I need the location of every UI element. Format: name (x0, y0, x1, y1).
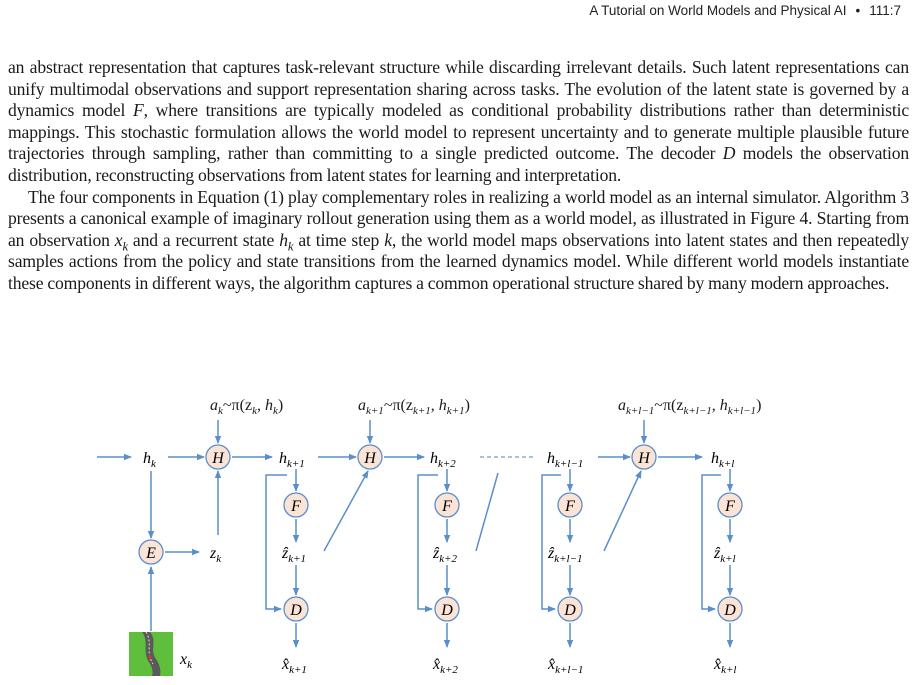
node-D-1: D (283, 596, 309, 622)
svg-text:D: D (563, 602, 576, 619)
p2-math-h-sub: k (287, 239, 294, 254)
recon-label-kl: x̂k+l (713, 656, 736, 676)
block-kl-arrows (701, 469, 734, 648)
p2-text-1: The four components in Equation (1) play… (8, 186, 909, 250)
running-title: A Tutorial on World Models and Physical … (589, 3, 847, 18)
state-label-hk: hk (143, 450, 157, 470)
paragraph-1: an abstract representation that captures… (8, 57, 909, 187)
running-header: A Tutorial on World Models and Physical … (589, 3, 901, 18)
svg-text:F: F (441, 498, 452, 515)
p2-text-3: at time step (293, 229, 385, 250)
recon-label-k2: x̂k+2 (432, 656, 458, 676)
svg-text:H: H (363, 450, 377, 467)
state-label-hkl1: hk+l−1 (547, 450, 583, 470)
svg-text:D: D (723, 602, 736, 619)
action-arrows (214, 420, 648, 444)
p2-text-2: and a recurrent state (127, 229, 280, 250)
action-label-2: ak+1~π(zk+1, hk+1) (358, 397, 470, 417)
svg-text:F: F (564, 498, 575, 515)
observation-image (129, 631, 173, 676)
p2-math-x-sub: k (122, 239, 128, 254)
page-number: 111:7 (869, 3, 901, 18)
state-label-hk1: hk+1 (279, 450, 305, 470)
svg-text:E: E (145, 545, 156, 562)
recon-label-k1: x̂k+1 (281, 656, 307, 676)
action-label-3: ak+l−1~π(zk+l−1, hk+l−1) (618, 397, 761, 417)
node-F-1: F (283, 492, 309, 518)
p2-math-x: xk (114, 229, 128, 254)
svg-text:F: F (724, 498, 735, 515)
p1-text-3: models the observation distribution, rec… (8, 143, 909, 185)
body-text: an abstract representation that captures… (8, 57, 909, 295)
latent-label-k2: ẑk+2 (432, 545, 458, 565)
rollout-diagram: ak~π(zk, hk) ak+1~π(zk+1, hk+1) ak+l−1~π… (97, 397, 761, 676)
latent-label-kl: ẑk+l (713, 545, 736, 565)
p2-math-k: k (384, 229, 392, 250)
block-kl1-arrows (541, 469, 642, 648)
p1-text-2: , where transitions are typically modele… (8, 100, 909, 164)
latent-label-k1: ẑk+1 (281, 545, 306, 565)
latent-label-kl1: ẑk+l−1 (547, 545, 583, 565)
svg-text:D: D (440, 602, 453, 619)
node-H-2: H (357, 444, 383, 470)
header-separator: • (855, 3, 861, 18)
p1-math-D: D (722, 143, 736, 164)
p2-math-h: hk (279, 229, 294, 254)
p2-text-4: , the world model maps observations into… (8, 229, 909, 293)
node-H-3: H (631, 444, 657, 470)
state-label-hk2: hk+2 (430, 450, 456, 470)
svg-text:H: H (211, 450, 225, 467)
latent-label-zk: zk (209, 545, 222, 565)
node-F-4: F (717, 492, 743, 518)
node-H-1: H (205, 444, 231, 470)
block-k1-arrows (265, 469, 369, 648)
node-D-3: D (557, 596, 583, 622)
block-k2-arrows (417, 469, 499, 648)
encoder-arrows (147, 470, 222, 631)
paragraph-2: The four components in Equation (1) play… (8, 187, 909, 295)
state-label-hkl: hk+l (711, 450, 734, 470)
node-D-4: D (717, 596, 743, 622)
svg-text:F: F (290, 498, 301, 515)
node-F-3: F (557, 492, 583, 518)
action-label-1: ak~π(zk, hk) (210, 397, 283, 417)
p2-math-h-sym: h (279, 229, 288, 250)
node-F-2: F (434, 492, 460, 518)
recon-label-kl1: x̂k+l−1 (547, 656, 583, 676)
svg-text:H: H (637, 450, 651, 467)
p1-math-F: F (133, 100, 144, 121)
svg-text:D: D (289, 602, 302, 619)
observation-label: xk (179, 651, 193, 671)
p1-text-1: an abstract representation that captures… (8, 57, 909, 121)
p2-math-x-sym: x (114, 229, 123, 250)
node-E: E (138, 539, 164, 565)
node-D-2: D (434, 596, 460, 622)
